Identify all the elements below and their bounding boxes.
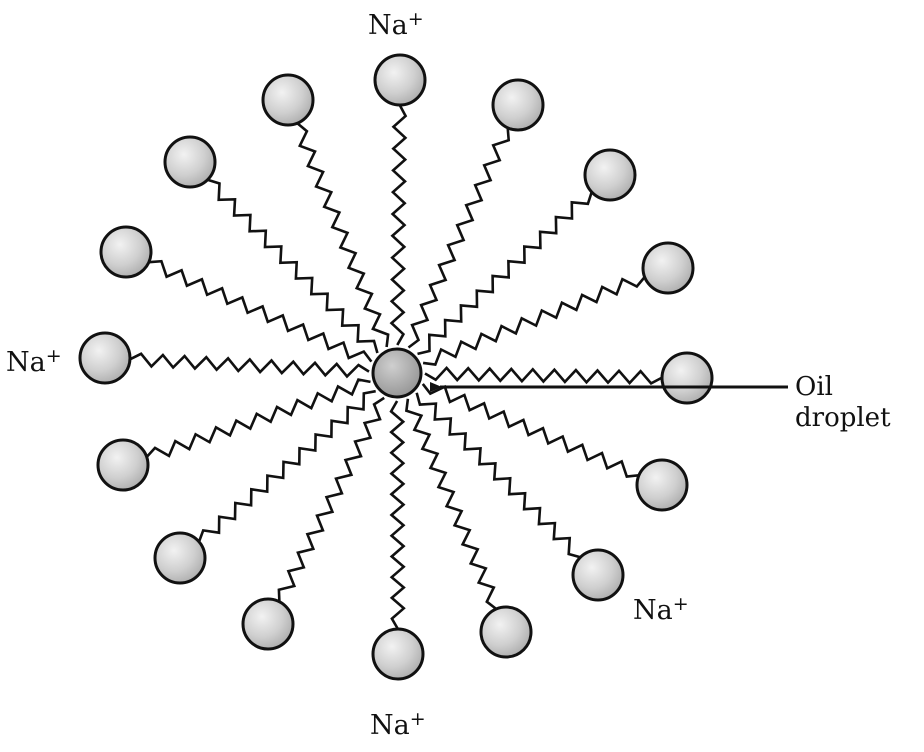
hydrocarbon-tail xyxy=(129,352,370,379)
hydrocarbon-tail xyxy=(148,259,373,363)
hydrocarbon-tails xyxy=(129,104,663,630)
na-bottom-charge: + xyxy=(409,708,426,730)
na-right-label: Na+ xyxy=(633,595,689,626)
na-top-text: Na xyxy=(368,10,408,41)
hydrocarbon-tail xyxy=(424,365,663,386)
ionic-head xyxy=(241,597,295,651)
oil-droplet-core xyxy=(371,347,423,399)
ionic-head xyxy=(635,458,689,512)
ionic-head xyxy=(163,135,217,189)
ionic-head xyxy=(373,53,427,107)
ionic-head xyxy=(479,605,533,659)
hydrocarbon-tail xyxy=(422,276,646,367)
ionic-heads xyxy=(78,53,714,681)
hydrocarbon-tail xyxy=(207,178,379,354)
na-top-charge: + xyxy=(407,8,424,30)
ionic-head xyxy=(583,148,637,202)
na-top-label: Na+ xyxy=(368,10,424,41)
na-bottom-text: Na xyxy=(370,710,410,741)
na-left-text: Na xyxy=(6,347,46,378)
ionic-head xyxy=(78,331,132,385)
hydrocarbon-tail xyxy=(277,396,385,602)
hydrocarbon-tail xyxy=(389,400,406,630)
ionic-head xyxy=(641,241,695,295)
ionic-head xyxy=(99,225,153,279)
oil-label-line2: droplet xyxy=(795,403,891,433)
na-left-label: Na+ xyxy=(6,347,62,378)
ionic-head xyxy=(571,548,625,602)
na-right-charge: + xyxy=(672,593,689,615)
ionic-head xyxy=(371,627,425,681)
hydrocarbon-tail xyxy=(404,398,498,611)
na-left-charge: + xyxy=(45,345,62,367)
oil-label-line1: Oil xyxy=(795,372,833,402)
ionic-head xyxy=(660,351,714,405)
hydrocarbon-tail xyxy=(417,191,593,356)
oil-droplet-label: Oil droplet xyxy=(795,372,891,434)
hydrocarbon-tail xyxy=(407,127,511,349)
hydrocarbon-tail xyxy=(389,104,408,346)
na-bottom-label: Na+ xyxy=(370,710,426,741)
ionic-head xyxy=(96,438,150,492)
hydrocarbon-tail xyxy=(197,389,376,543)
ionic-head xyxy=(491,78,545,132)
na-right-text: Na xyxy=(633,595,673,626)
ionic-head xyxy=(153,531,207,585)
hydrocarbon-tail xyxy=(415,392,581,559)
hydrocarbon-tail xyxy=(145,378,371,458)
ionic-head xyxy=(261,73,315,127)
hydrocarbon-tail xyxy=(296,122,390,348)
hydrocarbon-tail xyxy=(421,383,640,479)
